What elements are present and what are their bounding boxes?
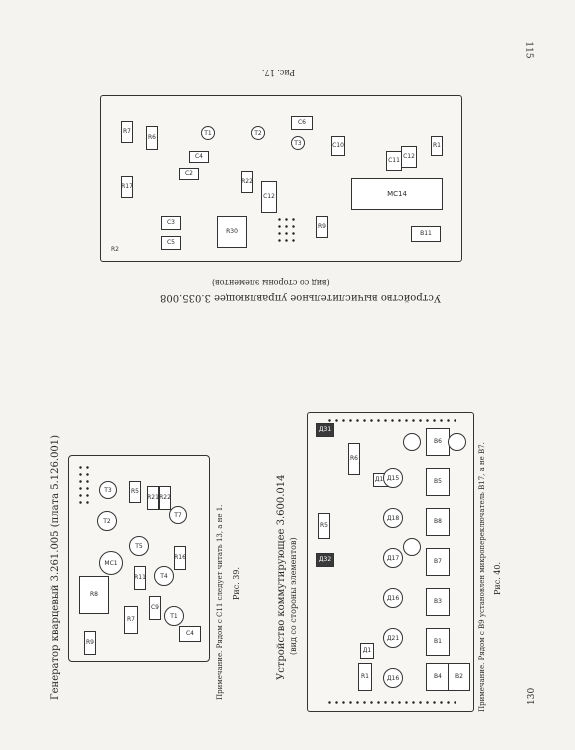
fig17-part: С12 <box>261 181 277 213</box>
fig39-note: Примечание. Рядом с С11 следует читать 1… <box>216 504 224 700</box>
fig17-part: В11 <box>411 226 441 242</box>
fig17-part: С11 <box>386 151 402 171</box>
fig17-part: Т3 <box>291 136 305 150</box>
fig40-part: R5 <box>318 513 330 539</box>
fig40-part: R1 <box>358 663 372 691</box>
fig39-part: Т2 <box>97 511 117 531</box>
fig40-part: Д31 <box>316 423 334 437</box>
fig40-pads-top <box>326 417 456 425</box>
fig40-part: В8 <box>426 508 450 536</box>
fig40-board: Д31 Д32 R5 R6 R1 Д1 Д14 Д16 Д21 Д16 Д17 … <box>307 412 474 712</box>
fig40-note: Примечание. Рядом с В9 установлен микроп… <box>478 442 486 712</box>
fig40-part: R6 <box>348 443 360 475</box>
fig39-part: R22 <box>159 486 171 510</box>
fig40-part: Д16 <box>383 668 403 688</box>
fig40-part: Д15 <box>383 468 403 488</box>
fig17-part: С10 <box>331 136 345 156</box>
fig40-part: В4 <box>426 663 450 691</box>
fig40-caption: Рис. 40. <box>493 561 502 595</box>
fig40-part: В6 <box>426 428 450 456</box>
fig17-part: МС14 <box>351 178 443 210</box>
fig40-part: Д32 <box>316 553 334 567</box>
fig39-part: С9 <box>149 596 161 620</box>
fig17-title: Устройство вычислительное управляющее 3.… <box>160 292 442 303</box>
fig39-part: Т3 <box>99 481 117 499</box>
fig39-title: Генератор кварцевый 3.261.005 (плата 5.1… <box>50 434 61 700</box>
fig39-board: R8 МС1 Т2 Т3 Т5 Т4 Т1 Т7 R5 R21 R22 R11 … <box>68 455 210 662</box>
fig17-pads <box>276 216 296 246</box>
fig40-part: Д1 <box>360 643 374 659</box>
fig17-part: R30 <box>217 216 247 248</box>
fig17-part: Т2 <box>251 126 265 140</box>
fig40-part: Д17 <box>383 548 403 568</box>
fig39-part: Т5 <box>129 536 149 556</box>
fig39-part: R9 <box>84 631 96 655</box>
fig40-part <box>448 433 466 451</box>
fig40-part: В3 <box>426 588 450 616</box>
fig39-part: R7 <box>124 606 138 634</box>
fig17-part: С12 <box>401 146 417 168</box>
fig39-part: R5 <box>129 481 141 503</box>
fig39-part: R8 <box>79 576 109 614</box>
fig17-part: R6 <box>146 126 158 150</box>
fig39-part: Т1 <box>164 606 184 626</box>
fig39-pads <box>77 464 91 504</box>
fig17-part: С6 <box>291 116 313 130</box>
fig17-part: С2 <box>179 168 199 180</box>
fig40-subtitle: (вид со стороны элементов) <box>289 537 298 655</box>
fig17-part: R17 <box>121 176 133 198</box>
fig17-caption: Рис. 17. <box>262 68 296 77</box>
fig17-part: Т1 <box>201 126 215 140</box>
fig17-part: С4 <box>189 151 209 163</box>
fig17-part: R1 <box>431 136 443 156</box>
fig40-title: Устройство коммутирующее 3.600.014 <box>276 474 287 680</box>
fig39-part: Т4 <box>154 566 174 586</box>
fig40-part: В5 <box>426 468 450 496</box>
fig39-part: R11 <box>134 566 146 590</box>
fig40-part <box>403 433 421 451</box>
fig40-part: Д18 <box>383 508 403 528</box>
fig17-part: R2 <box>111 246 119 253</box>
fig39-caption: Рис. 39. <box>232 566 241 600</box>
fig40-part: В2 <box>448 663 470 691</box>
fig40-pads-bottom <box>326 699 456 707</box>
left-page-number: 130 <box>527 687 537 705</box>
fig39-part: R21 <box>147 486 159 510</box>
fig40-part: Д16 <box>383 588 403 608</box>
fig17-part: R22 <box>241 171 253 193</box>
fig39-part: Т7 <box>169 506 187 524</box>
fig17-subtitle: (вид со стороны элементов) <box>212 278 330 287</box>
fig40-part: В1 <box>426 628 450 656</box>
fig40-part: Д21 <box>383 628 403 648</box>
fig40-part: В7 <box>426 548 450 576</box>
fig17-part: С3 <box>161 216 181 230</box>
fig39-part: R16 <box>174 546 186 570</box>
fig17-part: R7 <box>121 121 133 143</box>
fig17-part: С5 <box>161 236 181 250</box>
fig17-board: МС14 R30 С2 С4 С12 С6 С10 С11 С12 В11 С5… <box>100 95 462 262</box>
fig17-part: R9 <box>316 216 328 238</box>
right-page-number: 115 <box>523 41 534 59</box>
fig39-part: С4 <box>179 626 201 642</box>
fig39-part: МС1 <box>99 551 123 575</box>
fig40-part <box>403 538 421 556</box>
